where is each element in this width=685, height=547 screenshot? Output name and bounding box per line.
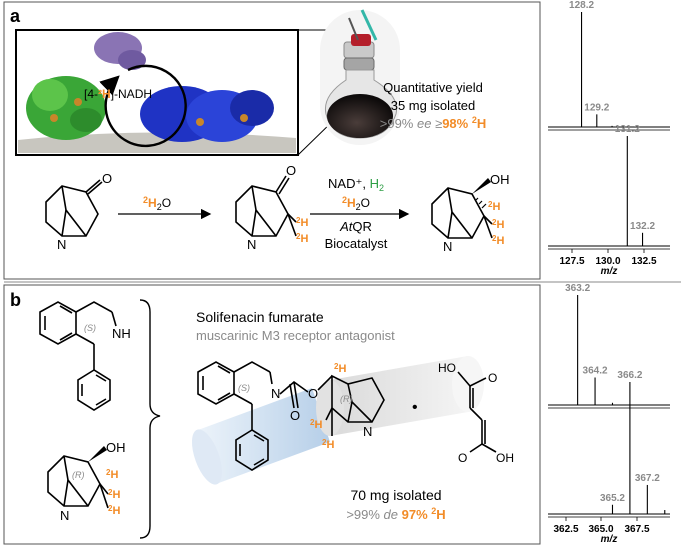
yield-line-2: 35 mg isolated: [391, 98, 476, 113]
deuterium-label-drug1: 2H: [334, 362, 346, 375]
atom-OH-product: OH: [490, 172, 510, 187]
ms-a-top-peak-label-0: 128.2: [569, 0, 594, 11]
atom-OH-b: OH: [106, 440, 126, 455]
deuterium-label-b1: 2H: [106, 468, 118, 481]
atom-HO-fumarate: HO: [438, 361, 456, 375]
panel-b-frame: [3, 284, 541, 545]
ms-b-bottom-xlabel: m/z: [601, 534, 618, 545]
tetrahydroisoquinoline-structure: [39, 301, 113, 411]
ms-a-bottom-xlabel: m/z: [601, 266, 618, 277]
deuterium-label-b3: 2H: [108, 504, 120, 517]
solifenacin-structure: [197, 361, 385, 471]
nadh-label: [4-²H]-NADH: [84, 87, 152, 101]
de-line: >99% de 97% 2H: [346, 506, 445, 522]
atom-N-drug1: N: [271, 386, 280, 401]
cond-biocatalyst: Biocatalyst: [325, 236, 388, 251]
hash-bond-d: [475, 197, 487, 209]
deuterium-label-3: 2H: [488, 200, 500, 213]
quinuclidinone-structure: [45, 179, 103, 237]
wedge-bond-oh: [472, 178, 491, 194]
panel-a-label: a: [10, 6, 21, 26]
blue-protein-blob: [140, 86, 274, 142]
blue-cylinder-highlight: [191, 388, 330, 485]
deuterated-ketone-structure: [235, 175, 297, 237]
fumaric-acid-structure: [457, 371, 497, 453]
deuterium-label-5: 2H: [492, 234, 504, 247]
wedge-bond-oh-b: [88, 446, 107, 462]
deuterium-label-b2: 2H: [108, 488, 120, 501]
deuterium-label-1: 2H: [296, 216, 308, 229]
atom-O-drug-carbonyl: O: [290, 408, 300, 423]
ms-b-bottom-tick-label-2: 367.5: [624, 524, 649, 535]
ms-b-bottom-peak-label-2: 367.2: [635, 473, 660, 484]
enzyme-illustration: [4-²H]-NADH: [15, 29, 299, 156]
atom-O-fumarate2: O: [458, 451, 467, 465]
atom-OH-fumarate: OH: [496, 451, 514, 465]
atom-N-2: N: [247, 237, 256, 252]
panel-b-label: b: [10, 290, 21, 310]
green-protein-blob: [26, 76, 106, 140]
ms-a-bottom-peak-label-1: 132.2: [630, 221, 655, 232]
deuterium-label-2: 2H: [296, 232, 308, 245]
bond-nh: [111, 311, 117, 327]
deuterated-alcohol-structure: [431, 187, 493, 239]
atom-O-1: O: [102, 171, 112, 186]
ms-a-top-peak-label-1: 129.2: [584, 102, 609, 113]
deuterium-label-4: 2H: [492, 218, 504, 231]
reagent-d2o-1: 2H2O: [143, 195, 171, 212]
atom-NH-b: NH: [112, 326, 131, 341]
salt-dot: •: [412, 399, 418, 416]
cond-nad-h2: NAD⁺, H2: [328, 176, 384, 193]
yield-line-1: Quantitative yield: [383, 80, 483, 95]
stereo-S-left: (S): [84, 323, 96, 333]
ms-b-bottom-tick-label-0: 362.5: [553, 524, 578, 535]
atom-N-1: N: [57, 237, 66, 252]
atom-O-2: O: [286, 163, 296, 178]
curly-brace: [139, 299, 161, 539]
ms-a-bottom-peak-label-0: 131.2: [615, 124, 640, 135]
cond-enzyme: AtQR: [339, 219, 372, 234]
ms-a-bottom-tick-label-1: 130.0: [595, 256, 620, 267]
cond-d2o: 2H2O: [342, 195, 370, 212]
stereo-S-drug: (S): [238, 383, 250, 393]
stereo-R-left: (R): [72, 470, 85, 480]
ms-b-top-peak-label-1: 364.2: [583, 366, 608, 377]
left-alcohol-structure: [47, 455, 109, 509]
ms-a-bottom-tick-label-2: 132.5: [631, 256, 656, 267]
atom-O-fumarate1: O: [488, 371, 497, 385]
ms-b-bottom-peak-label-1: 366.2: [617, 370, 642, 381]
cycle-arrow: [99, 64, 187, 148]
deuterium-label-drug2: 2H: [310, 418, 322, 431]
purple-protein-blob: [94, 32, 146, 70]
reaction-flask-photo: [320, 9, 400, 145]
panel-a-frame: [3, 1, 541, 280]
atom-O-drug-ester: O: [308, 386, 318, 401]
drug-description: muscarinic M3 receptor antagonist: [196, 328, 395, 343]
ms-b-bottom-tick-label-1: 365.0: [588, 524, 613, 535]
drug-name: Solifenacin fumarate: [196, 309, 324, 325]
isolated-b: 70 mg isolated: [350, 487, 441, 503]
stereo-R-drug: (R): [340, 394, 353, 404]
deuterium-label-drug3: 2H: [322, 438, 334, 451]
ms-b-top-peak-label-0: 363.2: [565, 283, 590, 294]
ms-a-bottom-tick-label-0: 127.5: [559, 256, 584, 267]
atom-N-drug2: N: [363, 424, 372, 439]
ee-line: >99% ee ≥98% 2H: [380, 115, 487, 131]
ms-b-bottom-peak-label-0: 365.2: [600, 493, 625, 504]
atom-N-b1: N: [60, 508, 69, 523]
atom-N-3: N: [443, 239, 452, 254]
